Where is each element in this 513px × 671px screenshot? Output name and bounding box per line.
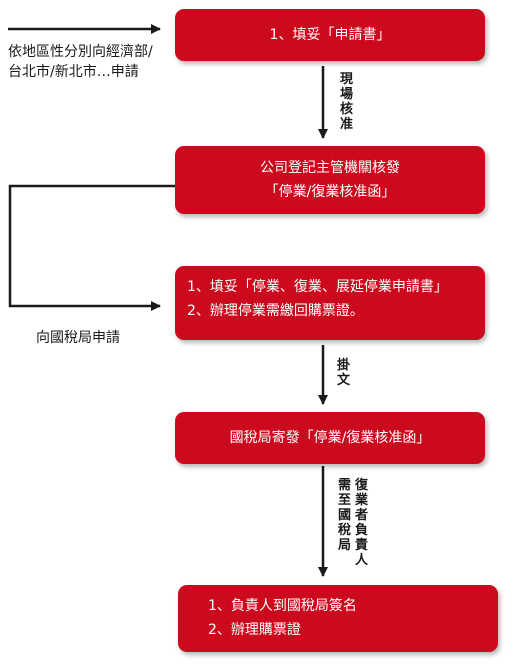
step5-box: 1、負責人到國稅局簽名 2、辦理購票證 [178, 585, 498, 652]
step3-line-2: 2、辦理停業需繳回購票證。 [187, 303, 364, 319]
step3-line-1: 1、填妥「停業、復業、展延停業申請書」 [187, 279, 448, 295]
left-note-1-line-2: 台北市/新北市…申請 [8, 64, 139, 80]
step1-box: 1、填妥「申請書」 [175, 9, 485, 61]
step2-line-2: 「停業/復業核准函」 [264, 184, 396, 200]
step3-box: 1、填妥「停業、復業、展延停業申請書」 2、辦理停業需繳回購票證。 [175, 266, 485, 340]
step4-box: 國稅局寄發「停業/復業核准函」 [175, 412, 485, 464]
arrow1-label: 現場核准 [339, 72, 353, 132]
arrow-step2-to-step3 [8, 184, 175, 311]
step5-line-1: 1、負責人到國稅局簽名 [208, 598, 357, 614]
step2-line-1: 公司登記主管機關核發 [260, 160, 400, 176]
left-note-1-line-1: 依地區性分別向經濟部/ [8, 44, 153, 60]
left-note-2: 向國稅局申請 [36, 330, 120, 346]
arrow4-label-col-1: 復業者負責人 [354, 478, 368, 568]
arrow4-label-col-2: 需至國稅局 [337, 478, 351, 553]
left-note-1: 依地區性分別向經濟部/ 台北市/新北市…申請 [8, 42, 153, 82]
arrow3-label: 掛文 [336, 358, 350, 388]
step5-line-2: 2、辦理購票證 [208, 622, 301, 638]
step4-text: 國稅局寄發「停業/復業核准函」 [229, 430, 431, 446]
step2-box: 公司登記主管機關核發 「停業/復業核准函」 [175, 146, 485, 214]
step1-text: 1、填妥「申請書」 [269, 27, 391, 43]
